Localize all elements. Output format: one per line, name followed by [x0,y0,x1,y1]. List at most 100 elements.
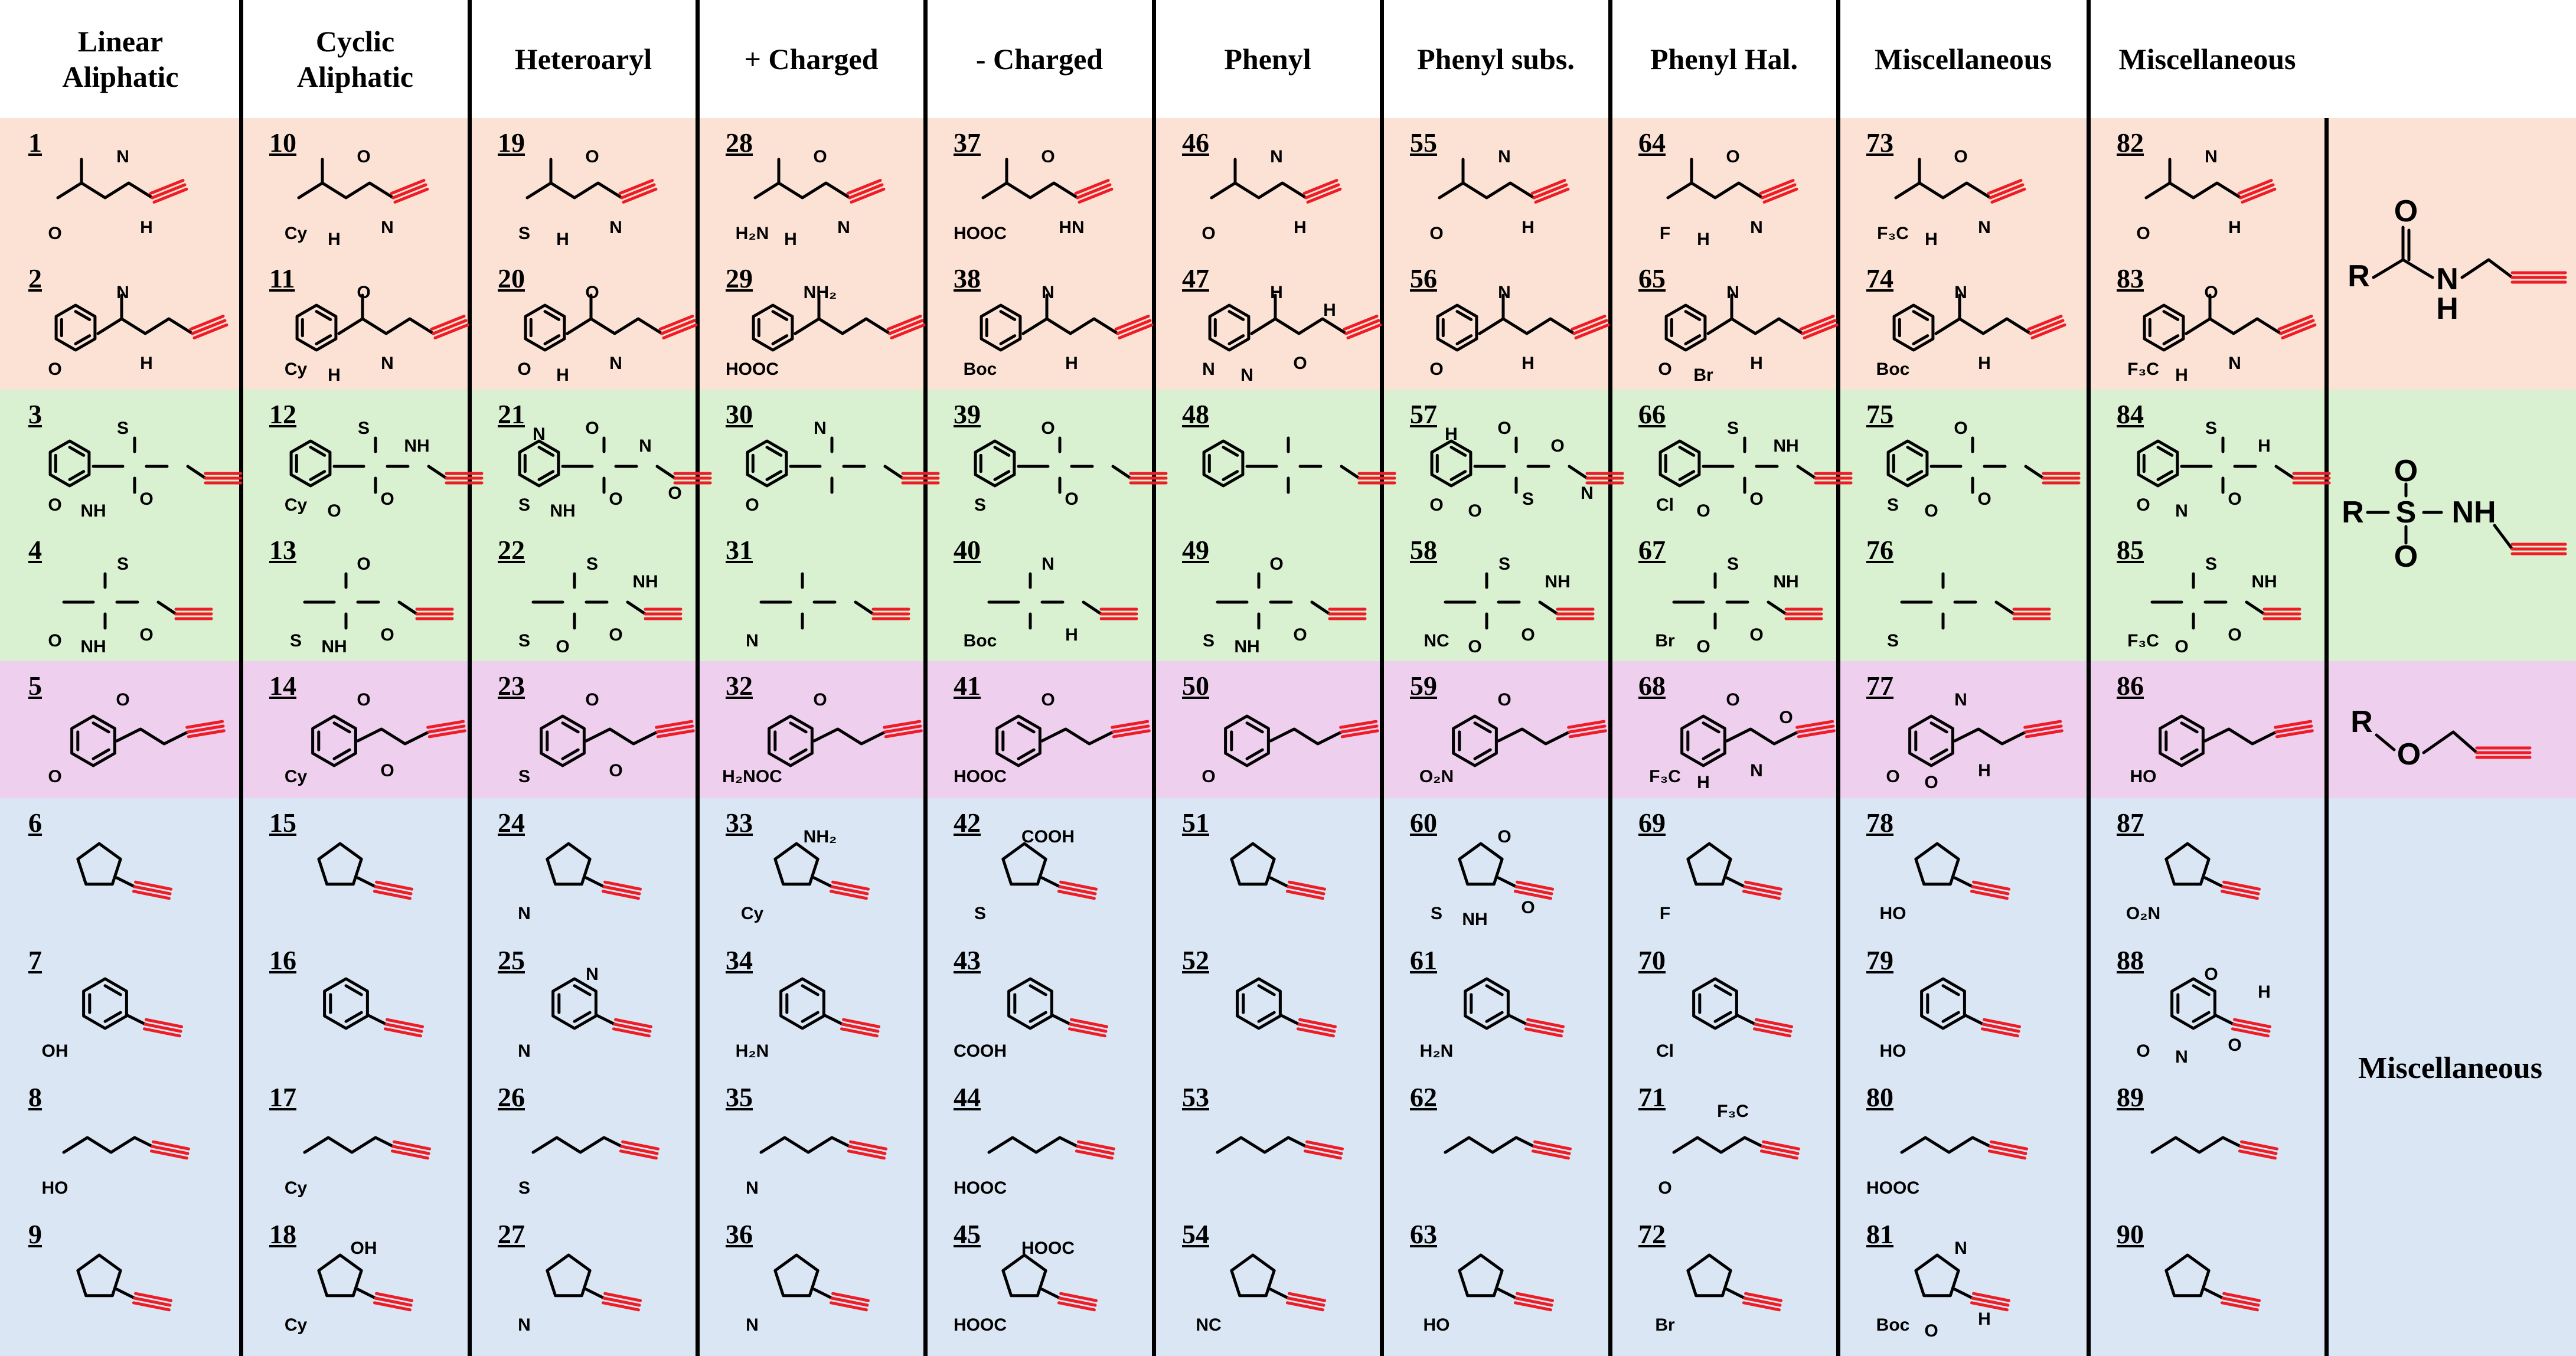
column-header-line: - Charged [975,43,1103,76]
compound-number: 9 [28,1219,42,1249]
atom-label: O [48,631,61,651]
atom-label: Cy [285,360,308,379]
atom-label: N [1202,360,1215,379]
structure-drawing: Cl [1656,977,1794,1061]
column-header-line: Phenyl subs. [1417,43,1575,76]
structure-drawing: OO [48,690,226,786]
compound-number: 57 [1410,399,1437,429]
atom-label: NH [1773,572,1798,592]
column-divider [1152,0,1156,1356]
column-divider [1836,0,1840,1356]
atom-label: O [1779,708,1793,727]
structure-drawing: SOO [974,419,1168,515]
atom-label: O [1696,501,1710,521]
atom-label: N [609,354,622,373]
atom-label: N [2436,262,2459,296]
band-amide [0,118,2576,390]
atom-label: OH [42,1041,68,1061]
compound-number: 27 [498,1219,525,1249]
atom-label: S [518,1178,530,1198]
atom-label: N [837,218,850,237]
structure-drawing: S [518,1136,660,1198]
band-ether [0,661,2576,798]
atom-label: N [2175,1047,2188,1067]
column-header: - Charged [925,0,1154,118]
compound-number: 6 [28,808,42,838]
atom-label: HOOC [1021,1239,1075,1258]
compound-cell: 53 [1182,1081,1377,1208]
atom-label: O [668,483,681,503]
compound-cell: 62 [1410,1081,1605,1208]
atom-label: F₃C [1877,224,1909,243]
compound-cell: 6 [28,807,223,934]
atom-label: N [518,1041,531,1061]
atom-label: O [327,501,341,521]
structure-drawing [1236,977,1337,1038]
structure-drawing: H₂N [1420,977,1565,1061]
structure-drawing: HO [1880,842,2011,923]
atom-label: H [1697,230,1710,249]
structure-drawing: HO [42,1136,191,1198]
atom-label: H [140,218,153,237]
atom-label: Cy [285,1178,308,1198]
compound-number: 79 [1866,945,1893,975]
compound-number: 73 [1866,128,1893,158]
compound-number: 24 [498,808,525,838]
compound-number: 29 [726,263,753,293]
structure-drawing [317,842,414,900]
atom-label: Cl [1656,495,1674,515]
band-sulfonamide [0,390,2576,661]
atom-label: H [1978,1309,1991,1329]
structure-drawing: N [518,842,642,923]
structure-drawing: O [1202,714,1379,786]
compound-number: 88 [2117,945,2144,975]
atom-label: O [2228,1035,2241,1055]
atom-label: Br [1655,631,1675,651]
atom-label: O [2136,1041,2150,1061]
atom-label: O [1977,489,1991,509]
atom-label: N [116,147,129,166]
compound-number: 46 [1182,128,1209,158]
atom-label: O [609,625,622,645]
compound-cell: 89 [2117,1081,2311,1208]
atom-label: S [117,554,129,574]
compound-number: 35 [726,1082,753,1112]
atom-label: HOOC [1866,1178,1919,1198]
atom-label: Boc [964,360,997,379]
compound-number: 74 [1866,263,1893,293]
atom-label: O [357,554,370,574]
compound-number: 77 [1866,671,1893,701]
compound-number: 33 [726,808,753,838]
column-divider [239,0,243,1356]
column-header-line: Miscellaneous [2118,43,2296,76]
column-header-line: Phenyl [1224,43,1311,76]
atom-label: O [585,419,599,438]
atom-label: O [1497,419,1511,438]
compound-number: 87 [2117,808,2144,838]
atom-label: S [2205,419,2217,438]
